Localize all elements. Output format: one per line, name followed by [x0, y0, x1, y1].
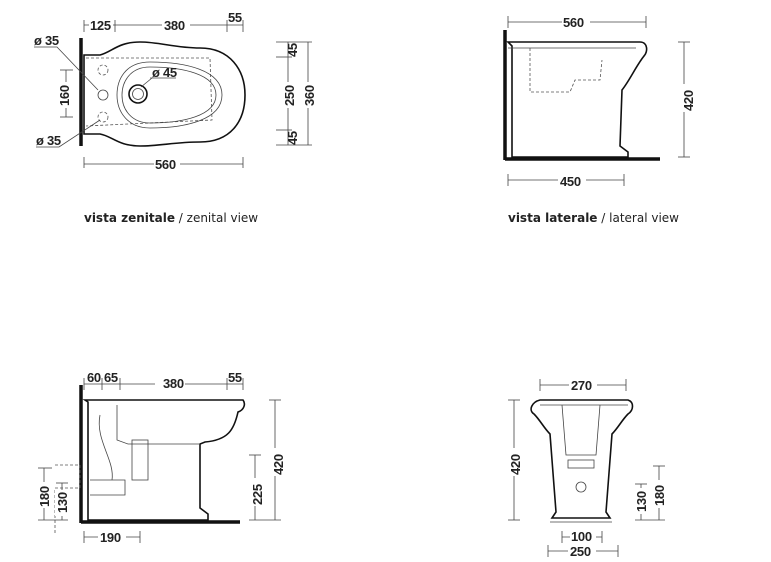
dim-125: 125 [90, 18, 111, 33]
front-view: 270 420 130 180 100 250 [506, 378, 668, 559]
dim-250: 250 [282, 85, 297, 106]
front-dim-180: 180 [652, 485, 667, 506]
section-dim-380: 380 [163, 376, 184, 391]
section-dim-225: 225 [250, 484, 265, 505]
front-dim-420: 420 [508, 454, 523, 475]
section-dim-180: 180 [37, 486, 52, 507]
front-dim-100: 100 [571, 529, 592, 544]
front-dim-250: 250 [570, 544, 591, 559]
section-dim-420: 420 [271, 454, 286, 475]
caption-separator: / [174, 211, 187, 225]
dim-phi35-top: ø 35 [34, 33, 59, 48]
section-dim-65: 65 [104, 370, 118, 385]
bidet-top-outline [83, 41, 246, 147]
section-dim-130: 130 [55, 492, 70, 513]
zenital-view: ø 35 ø 35 ø 45 125 380 55 160 560 45 250… [34, 10, 317, 172]
dim-380: 380 [164, 18, 185, 33]
front-dim-130: 130 [634, 491, 649, 512]
bidet-side-outline [506, 41, 648, 158]
caption-zenital-en: zenital view [186, 211, 259, 225]
caption-lateral-view: vista laterale / lateral view [508, 211, 679, 225]
caption-separator: / [597, 211, 610, 225]
lateral-view: 560 420 450 [503, 14, 696, 189]
dim-360: 360 [302, 85, 317, 106]
dim-45-top: 45 [285, 43, 300, 57]
front-dim-270: 270 [571, 378, 592, 393]
section-view: 60 65 380 55 420 225 180 130 190 [36, 370, 286, 545]
section-dim-190: 190 [100, 530, 121, 545]
dim-160: 160 [57, 85, 72, 106]
section-dim-55: 55 [228, 370, 242, 385]
lateral-dim-420: 420 [681, 90, 696, 111]
caption-zenital-view: vista zenitale / zenital view [84, 211, 258, 225]
section-dim-60: 60 [87, 370, 101, 385]
lateral-dim-560: 560 [563, 15, 584, 30]
bidet-front-outline [530, 399, 634, 519]
dim-45-bottom: 45 [285, 131, 300, 145]
lateral-dim-450: 450 [560, 174, 581, 189]
caption-lateral-en: lateral view [609, 211, 679, 225]
dim-phi35-bottom: ø 35 [36, 133, 61, 148]
drain-hole [128, 84, 148, 104]
dim-55: 55 [228, 10, 242, 25]
dim-560: 560 [155, 157, 176, 172]
tap-hole [97, 89, 109, 101]
caption-zenital-it: vista zenitale [84, 211, 175, 225]
dim-phi45: ø 45 [152, 65, 177, 80]
caption-lateral-it: vista laterale [508, 211, 598, 225]
